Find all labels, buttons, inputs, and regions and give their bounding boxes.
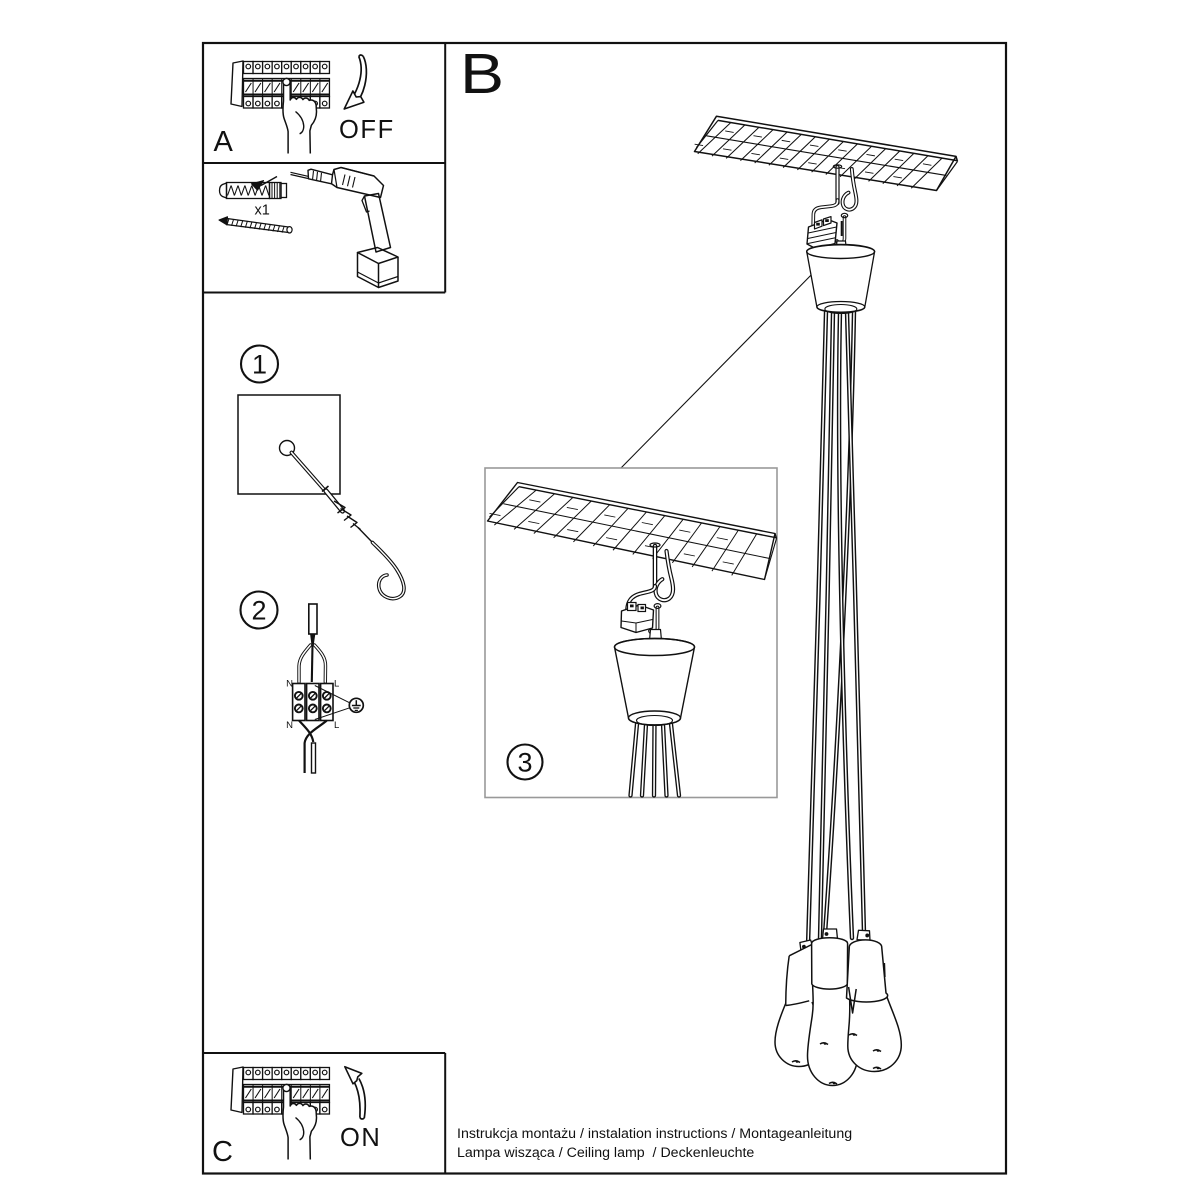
svg-text:L: L: [334, 720, 339, 731]
svg-text:N: N: [286, 720, 293, 731]
svg-text:B: B: [460, 42, 504, 106]
svg-text:L: L: [334, 679, 339, 690]
svg-text:2: 2: [251, 596, 266, 626]
svg-text:N: N: [286, 679, 293, 690]
svg-text:C: C: [212, 1136, 233, 1168]
svg-text:x1: x1: [255, 203, 270, 219]
svg-text:1: 1: [252, 350, 267, 380]
svg-text:A: A: [214, 126, 234, 158]
svg-text:OFF: OFF: [339, 116, 395, 144]
svg-text:Instrukcja montażu / instalati: Instrukcja montażu / instalation instruc…: [457, 1126, 852, 1142]
svg-text:3: 3: [517, 748, 532, 778]
svg-text:Lampa wisząca / Ceiling lamp: Lampa wisząca / Ceiling lamp / Deckenleu…: [457, 1145, 754, 1161]
svg-text:ON: ON: [340, 1124, 381, 1152]
